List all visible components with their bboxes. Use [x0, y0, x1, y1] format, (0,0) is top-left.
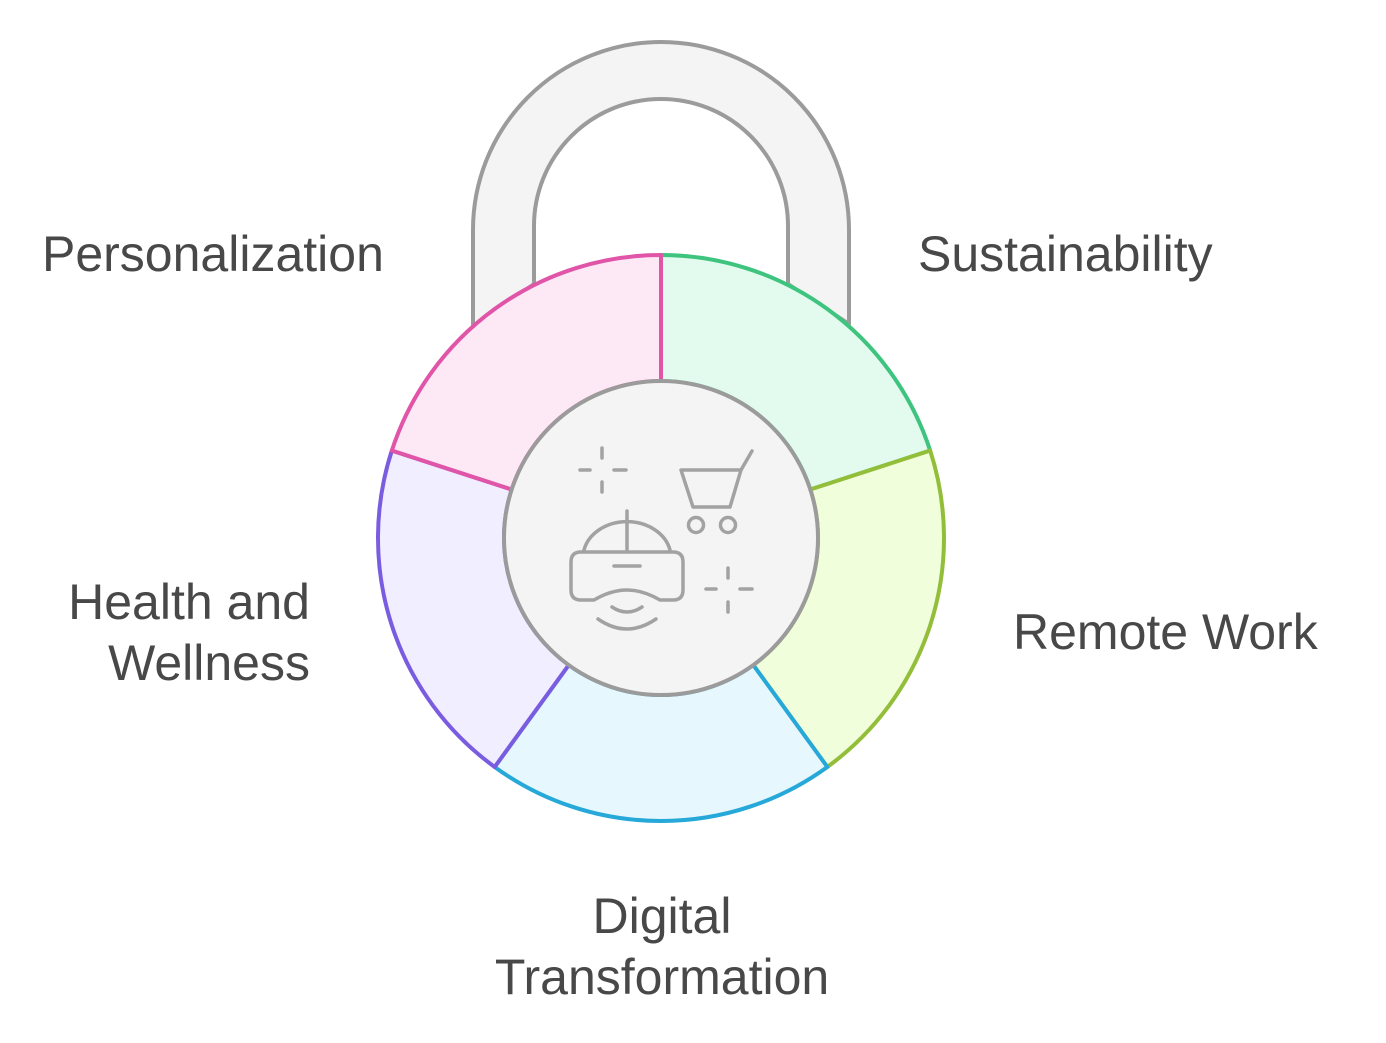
- label-remote-work: Remote Work: [1013, 604, 1318, 660]
- center-hub: [502, 379, 820, 697]
- label-digital-transformation: Digital Transformation: [494, 888, 830, 1005]
- vr-headset-icon: [569, 509, 685, 631]
- label-health-and-wellness: Health and Wellness: [68, 574, 310, 691]
- sparkle-icon: [704, 566, 754, 614]
- segment-ring: [376, 253, 946, 823]
- sparkle-icon: [578, 446, 628, 494]
- shopping-cart-icon: [679, 449, 754, 535]
- label-personalization: Personalization: [42, 226, 384, 282]
- label-sustainability: Sustainability: [918, 226, 1213, 282]
- padlock-shackle: [471, 40, 851, 329]
